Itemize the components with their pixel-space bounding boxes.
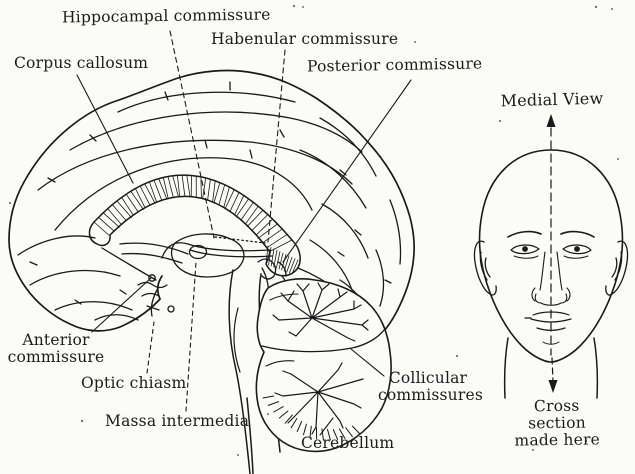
head-inset-caption-line2: made here bbox=[514, 430, 601, 450]
head-outline bbox=[478, 149, 624, 363]
label-anterior-commissure-line2: commissure bbox=[7, 348, 105, 366]
label-collicular-commissures: Collicular commissures bbox=[378, 369, 483, 404]
nose bbox=[531, 251, 571, 306]
anterior-commissure-leader-line bbox=[91, 277, 152, 333]
right-ear bbox=[605, 240, 629, 296]
brain-cortex-outline bbox=[8, 69, 415, 342]
label-collicular-commissures-line2: commissures bbox=[378, 386, 483, 404]
label-corpus-callosum: Corpus callosum bbox=[14, 54, 149, 72]
label-anterior-commissure-line1: Anterior bbox=[22, 331, 90, 349]
midline-axis bbox=[546, 114, 558, 393]
head-inset-heading: Medial View bbox=[500, 88, 604, 111]
cerebellum-outline bbox=[255, 278, 392, 453]
cerebellum-folia-hatching bbox=[262, 395, 361, 441]
leader-lines bbox=[76, 30, 412, 436]
mouth bbox=[524, 311, 572, 345]
scan-noise-specks bbox=[8, 4, 619, 456]
eyebrows bbox=[507, 230, 595, 238]
habenular-commissure-leader-line bbox=[267, 49, 286, 243]
massa-intermedia-leader-line bbox=[185, 261, 197, 412]
cross-section-arrow-shaft bbox=[551, 357, 554, 382]
label-habenular-commissure: Habenular commissure bbox=[211, 30, 399, 48]
label-cerebellum: Cerebellum bbox=[301, 434, 395, 452]
cerebellum-arbor-vitae bbox=[262, 282, 369, 441]
eyes bbox=[510, 244, 592, 259]
cerebellum-leader-line bbox=[319, 417, 334, 436]
neck bbox=[503, 337, 599, 399]
corpus-callosum-band bbox=[88, 174, 301, 277]
down-arrow-icon bbox=[548, 380, 558, 393]
corpus-callosum-hatching bbox=[93, 174, 293, 253]
corpus-callosum-leader-line bbox=[76, 74, 134, 184]
label-collicular-commissures-line1: Collicular bbox=[388, 369, 468, 387]
posterior-commissure-leader-line bbox=[282, 79, 412, 263]
massa-intermedia-oval bbox=[188, 244, 208, 260]
left-ear bbox=[473, 240, 497, 296]
head-front-view bbox=[473, 114, 629, 399]
head-inset-caption: Cross section made here bbox=[504, 396, 611, 450]
label-posterior-commissure: Posterior commissure bbox=[306, 54, 483, 76]
head-inset-caption-line1: Cross section bbox=[528, 396, 586, 433]
optic-chiasm-leader-line bbox=[146, 321, 155, 374]
label-anterior-commissure: Anterior commissure bbox=[6, 332, 106, 366]
label-hippocampal-commissure: Hippocampal commissure bbox=[61, 5, 271, 27]
hippocampal-commissure-leader-line bbox=[169, 30, 215, 239]
anterior-commissure-dot bbox=[148, 274, 156, 282]
up-arrow-icon bbox=[546, 114, 556, 127]
label-optic-chiasm: Optic chiasm bbox=[81, 374, 187, 392]
collicular-commissures-leader-line bbox=[350, 348, 385, 377]
label-massa-intermedia: Massa intermedia bbox=[105, 412, 250, 430]
